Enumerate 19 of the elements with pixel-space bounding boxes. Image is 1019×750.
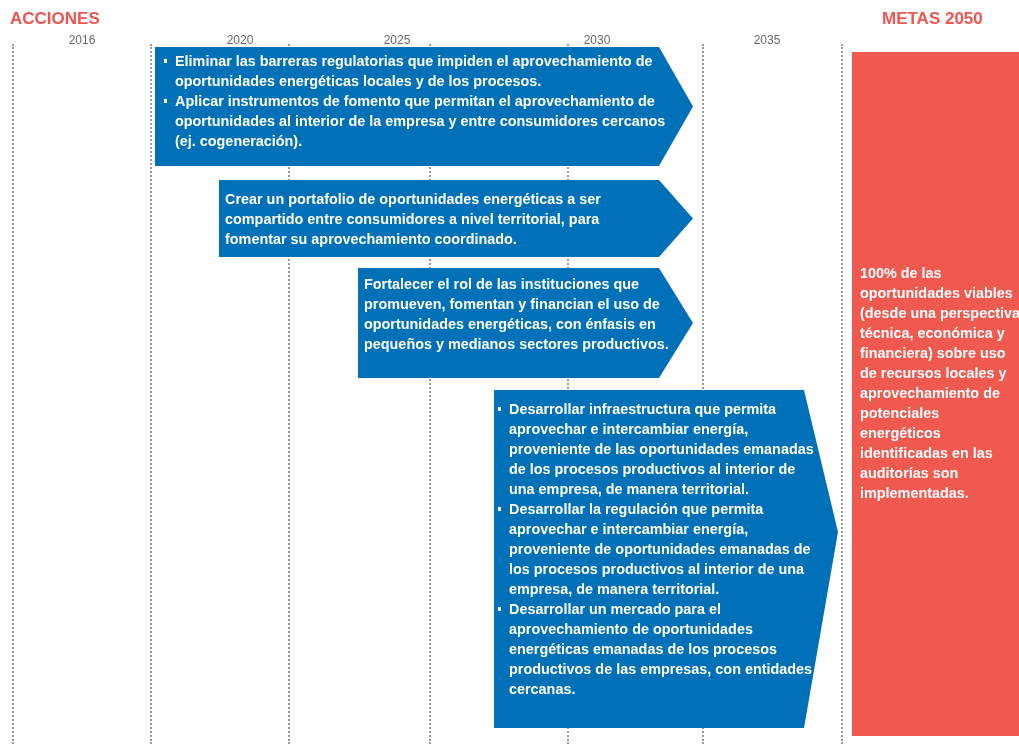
action-banner: [358, 268, 693, 378]
action-text: Fortalecer el rol de las instituciones que promueven, fomentan y financian el uso de oportunidades energéticas, con énfasis en pequeños y medianos sectores productivos.: [364, 275, 669, 354]
section-heading: METAS 2050: [882, 9, 983, 29]
action-text: Crear un portafolio de oportunidades energéticas a ser compartido entre consumidores a nivel territorial, para fomentar su aprovechamiento coordinado.: [225, 190, 602, 249]
action-banner: [494, 390, 838, 728]
goal-box: [852, 52, 1019, 736]
action-text: Desarrollar un mercado para el aprovechamiento de oportunidades energéticas emanadas de los procesos productivos de las empresas, con entidades cercanas.: [495, 599, 815, 699]
action-text: Eliminar las barreras regulatorias que impiden el aprovechamiento de oportunidades energéticas locales y de los procesos.: [161, 51, 673, 91]
action-banner: [155, 47, 693, 166]
year-label: 2035: [753, 33, 781, 47]
year-label: 2016: [68, 33, 96, 47]
year-label: 2020: [226, 33, 254, 47]
action-text: Desarrollar la regulación que permita aprovechar e intercambiar energía, proveniente de oportunidades emanadas de los procesos productivos al interior de una empresa, de manera territorial.: [495, 499, 815, 599]
action-text: Aplicar instrumentos de fomento que permitan el aprovechamiento de oportunidades al interior de la empresa y entre consumidores cercanos (ej. cogeneración).: [161, 91, 673, 151]
year-label: 2025: [383, 33, 411, 47]
section-heading: ACCIONES: [10, 9, 100, 29]
action-text: Desarrollar infraestructura que permita aprovechar e intercambiar energía, proveniente de las oportunidades emanadas de los procesos productivos al interior de una empresa, de manera territorial.: [495, 399, 815, 499]
year-label: 2030: [583, 33, 611, 47]
action-banner: [219, 180, 693, 257]
